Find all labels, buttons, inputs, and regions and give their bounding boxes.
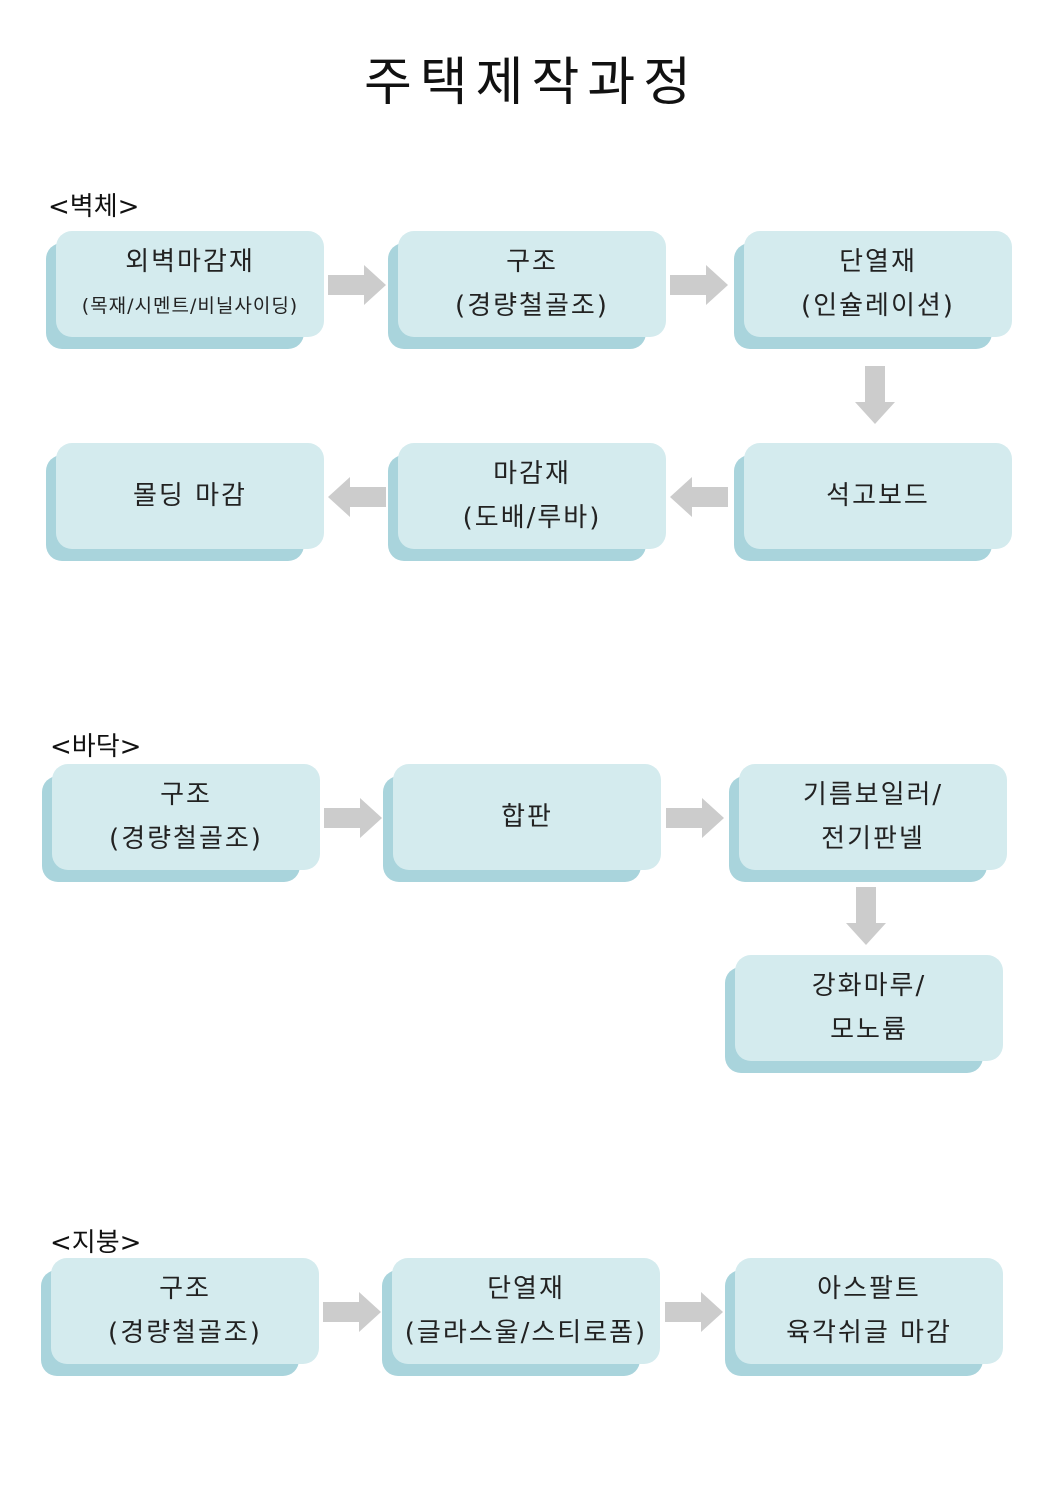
box-line: 구조: [160, 780, 212, 810]
arrow-left-icon: [328, 477, 386, 517]
arrow-right-icon: [323, 1292, 381, 1332]
arrow-down-icon: [846, 887, 886, 945]
flow-box-exterior-finish: 외벽마감재 (목재/시멘트/비닐사이딩): [46, 231, 324, 349]
box-line: 석고보드: [826, 481, 930, 511]
box-line: (인슐레이션): [801, 291, 955, 321]
box-line: 모노륨: [830, 1015, 908, 1045]
box-line: (도배/루바): [462, 503, 602, 533]
section-label-wall: <벽체>: [48, 192, 140, 222]
arrow-down-icon: [855, 366, 895, 424]
box-line: 전기판넬: [821, 824, 925, 854]
section-label-roof: <지붕>: [50, 1228, 142, 1258]
arrow-right-icon: [670, 265, 728, 305]
flow-box-gypsum-board: 석고보드: [734, 443, 1012, 561]
arrow-right-icon: [328, 265, 386, 305]
flow-box-molding: 몰딩 마감: [46, 443, 324, 561]
arrow-right-icon: [665, 1292, 723, 1332]
box-line: 마감재: [493, 459, 571, 489]
box-line: (경량철골조): [109, 824, 263, 854]
section-label-floor: <바닥>: [50, 732, 142, 762]
arrow-right-icon: [324, 798, 382, 838]
flow-box-floor-structure: 구조 (경량철골조): [42, 764, 320, 882]
flow-box-plywood: 합판: [383, 764, 661, 882]
box-line: (경량철골조): [108, 1318, 262, 1348]
arrow-left-icon: [670, 477, 728, 517]
box-line: 구조: [159, 1274, 211, 1304]
box-line: (경량철골조): [455, 291, 609, 321]
box-line: 아스팔트: [817, 1274, 921, 1304]
box-line: (글라스울/스티로폼): [404, 1318, 648, 1348]
box-line: (목재/시멘트/비닐사이딩): [81, 295, 299, 317]
flow-box-finish-material: 마감재 (도배/루바): [388, 443, 666, 561]
box-line: 단열재: [839, 247, 917, 277]
box-line: 단열재: [487, 1274, 565, 1304]
box-line: 기름보일러/: [802, 780, 944, 810]
flow-box-structure: 구조 (경량철골조): [388, 231, 666, 349]
flow-box-asphalt-shingle: 아스팔트 육각쉬글 마감: [725, 1258, 1003, 1376]
flow-box-insulation: 단열재 (인슐레이션): [734, 231, 1012, 349]
box-line: 몰딩 마감: [133, 481, 247, 511]
box-line: 육각쉬글 마감: [786, 1318, 952, 1348]
box-line: 구조: [506, 247, 558, 277]
flow-box-heating: 기름보일러/ 전기판넬: [729, 764, 1007, 882]
box-line: 외벽마감재: [125, 247, 255, 277]
page-title: 주택제작과정: [363, 53, 700, 113]
box-line: 강화마루/: [811, 971, 927, 1001]
flow-box-roof-structure: 구조 (경량철골조): [41, 1258, 319, 1376]
flow-box-roof-insulation: 단열재 (글라스울/스티로폼): [382, 1258, 660, 1376]
arrow-right-icon: [666, 798, 724, 838]
box-line: 합판: [501, 802, 553, 832]
flow-box-flooring: 강화마루/ 모노륨: [725, 955, 1003, 1073]
